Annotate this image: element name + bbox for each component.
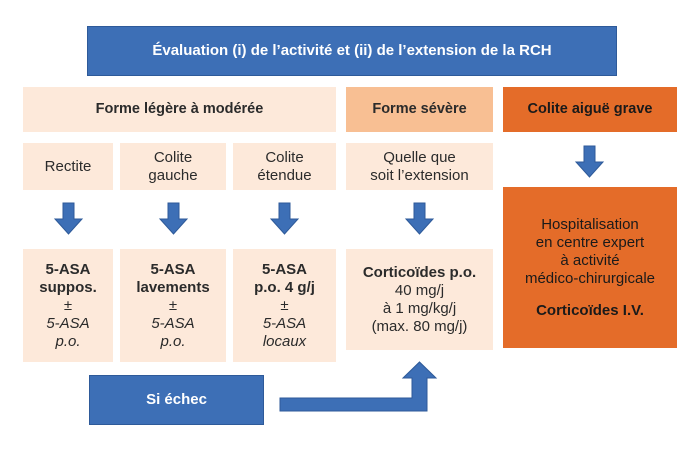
treatment-rectite: 5-ASA suppos. ± 5-ASA p.o. [23, 249, 113, 362]
failure-box: Si échec [89, 375, 264, 425]
subtype-severe-any-extension: Quelle que soit l’extension [346, 143, 493, 190]
treatment-severe: Corticoïdes p.o. 40 mg/j à 1 mg/kg/j (ma… [346, 249, 493, 350]
treatment-acute-line1: Hospitalisation [541, 215, 639, 233]
treatment-acute: Hospitalisation en centre expert à activ… [503, 187, 677, 348]
treatment-etendue-line2: p.o. 4 g/j [254, 278, 315, 296]
treatment-severe-line3: à 1 mg/kg/j [382, 299, 457, 317]
subtype-colite-etendue-line1: Colite [265, 148, 304, 166]
subtype-rectite: Rectite [23, 143, 113, 190]
treatment-etendue-line1: 5-ASA [261, 260, 307, 278]
treatment-rectite-alt2: p.o. [55, 332, 81, 350]
treatment-rectite-pm: ± [63, 296, 73, 314]
treatment-acute-line3: à activité [560, 251, 620, 269]
subtype-colite-gauche: Colite gauche [120, 143, 226, 190]
subtype-colite-etendue-line2: étendue [257, 166, 312, 184]
header-light-moderate-label: Forme légère à modérée [95, 100, 264, 117]
treatment-severe-line4: (max. 80 mg/j) [371, 317, 468, 335]
treatment-gauche-alt1: 5-ASA [151, 314, 195, 332]
treatment-severe-line1: Corticoïdes p.o. [362, 263, 477, 281]
subtype-colite-etendue: Colite étendue [233, 143, 336, 190]
down-arrow-gauche [158, 202, 189, 235]
down-arrow-acute [574, 145, 605, 178]
subtype-severe-line1: Quelle que [383, 148, 456, 166]
title-text: Évaluation (i) de l’activité et (ii) de … [152, 42, 552, 59]
treatment-etendue-alt2: locaux [262, 332, 307, 350]
subtype-colite-gauche-line1: Colite [153, 148, 193, 166]
treatment-gauche-alt2: p.o. [160, 332, 186, 350]
treatment-acute-line2: en centre expert [535, 233, 645, 251]
treatment-acute-line5: Corticoïdes I.V. [536, 301, 644, 319]
treatment-colite-etendue: 5-ASA p.o. 4 g/j ± 5-ASA locaux [233, 249, 336, 362]
treatment-etendue-alt1: 5-ASA [262, 314, 307, 332]
treatment-rectite-line1: 5-ASA [45, 260, 91, 278]
down-arrow-severe [404, 202, 435, 235]
treatment-rectite-line2: suppos. [39, 278, 97, 296]
treatment-acute-line4: médico-chirurgicale [524, 269, 656, 287]
title-box: Évaluation (i) de l’activité et (ii) de … [87, 26, 617, 76]
header-severe: Forme sévère [346, 87, 493, 132]
header-light-moderate: Forme légère à modérée [23, 87, 336, 132]
treatment-rectite-alt1: 5-ASA [46, 314, 90, 332]
down-arrow-rectite [53, 202, 84, 235]
treatment-gauche-pm: ± [168, 296, 178, 314]
subtype-severe-line2: soit l’extension [370, 166, 469, 184]
down-arrow-etendue [269, 202, 300, 235]
failure-label: Si échec [146, 391, 207, 408]
header-acute-label: Colite aiguë grave [527, 100, 653, 117]
treatment-gauche-line1: 5-ASA [150, 260, 196, 278]
header-severe-label: Forme sévère [372, 100, 467, 117]
subtype-colite-gauche-line2: gauche [148, 166, 198, 184]
header-acute-severe-colitis: Colite aiguë grave [503, 87, 677, 132]
treatment-colite-gauche: 5-ASA lavements ± 5-ASA p.o. [120, 249, 226, 362]
treatment-gauche-line2: lavements [136, 278, 210, 296]
treatment-severe-line2: 40 mg/j [394, 281, 445, 299]
subtype-rectite-label: Rectite [44, 157, 92, 175]
failure-elbow-arrow [279, 361, 438, 412]
treatment-etendue-pm: ± [280, 296, 289, 314]
